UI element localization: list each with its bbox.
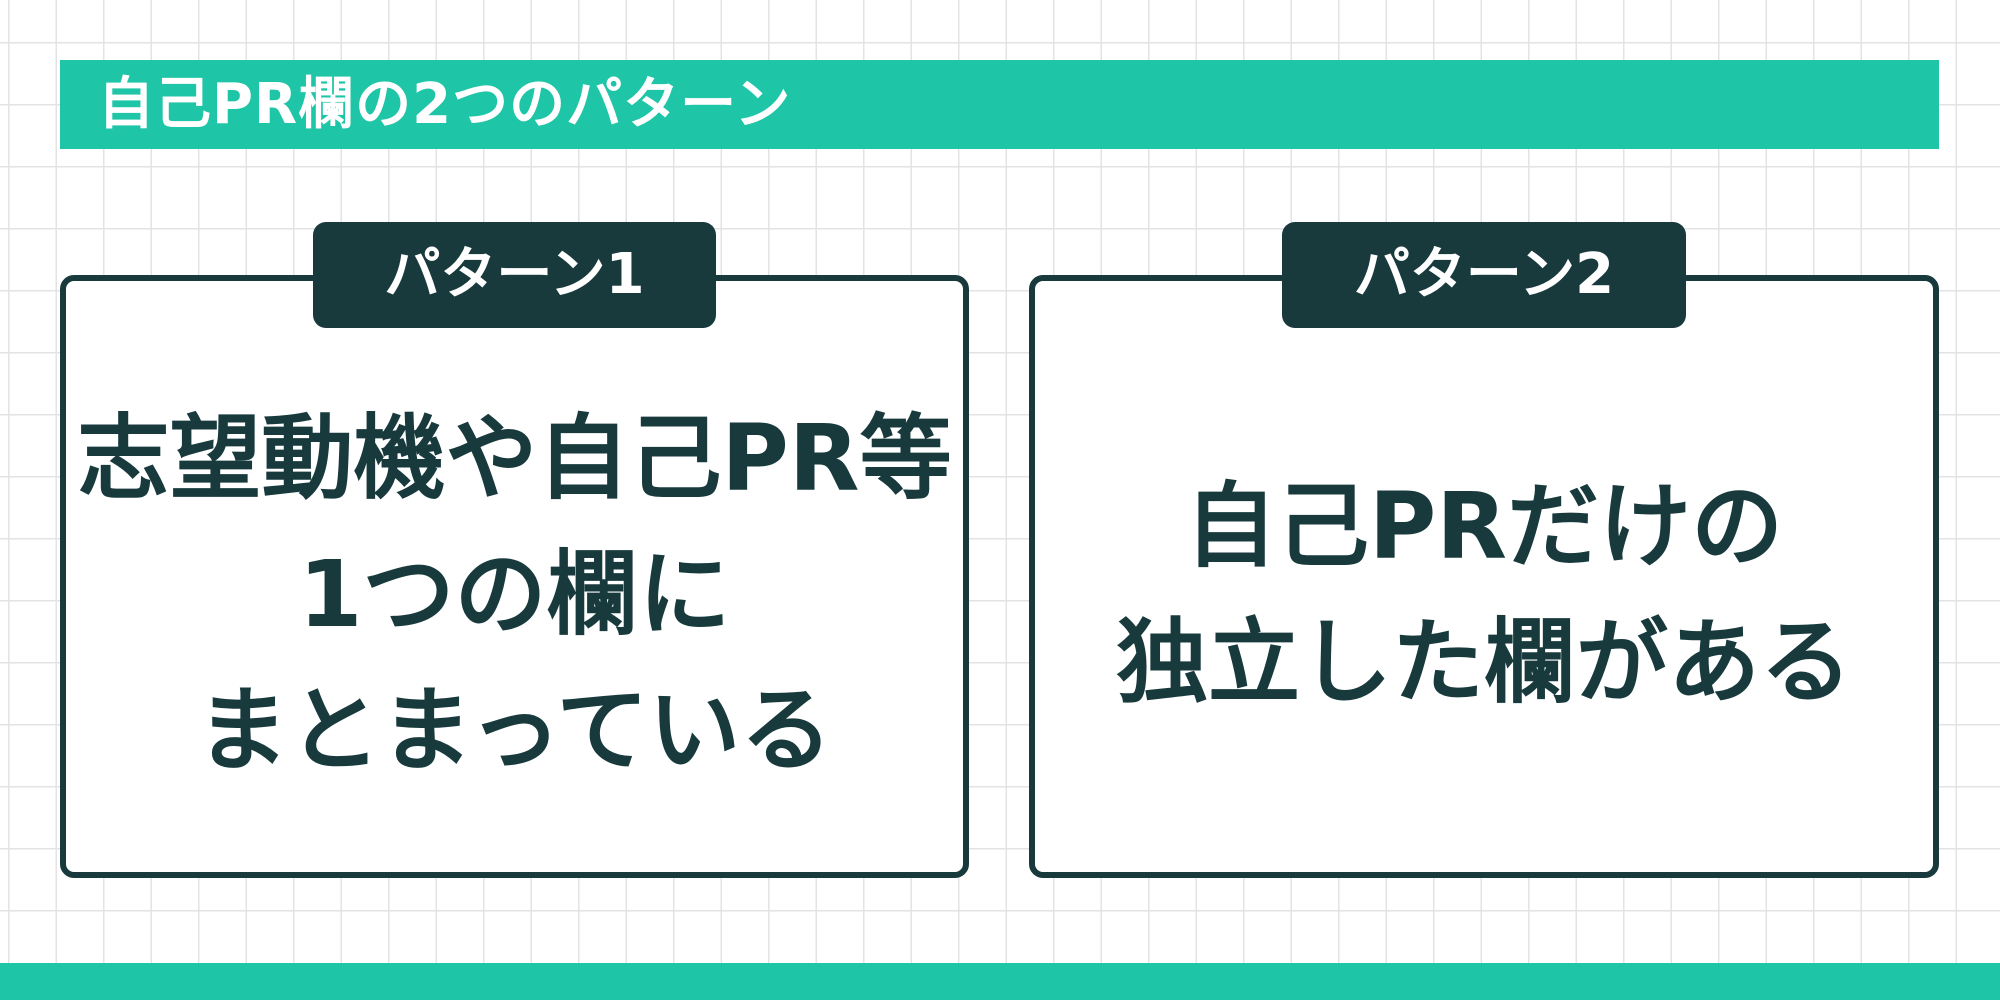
pattern-2-tab: パターン2 [1282, 222, 1686, 328]
pattern-1-description: 志望動機や自己PR等 1つの欄に まとまっている [77, 391, 951, 799]
header-bar: 自己PR欄の2つのパターン [60, 60, 1939, 149]
pattern-1-line-3: まとまっている [196, 676, 833, 784]
pattern-1-line-2: 1つの欄に [298, 540, 731, 648]
pattern-2-description: 自己PRだけの 独立した欄がある [1116, 459, 1852, 731]
pattern-2-line-1: 自己PRだけの [1184, 472, 1784, 580]
pattern-2-tab-label: パターン2 [1353, 242, 1615, 307]
pattern-1-tab: パターン1 [313, 222, 716, 328]
pattern-2-line-2: 独立した欄がある [1115, 608, 1852, 716]
pattern-2-card: 自己PRだけの 独立した欄がある [1029, 275, 1939, 878]
page-title: 自己PR欄の2つのパターン [98, 71, 792, 137]
pattern-1-line-1: 志望動機や自己PR等 [77, 404, 952, 512]
pattern-1-tab-label: パターン1 [384, 242, 645, 307]
footer-bar [0, 963, 2000, 1000]
pattern-1-card: 志望動機や自己PR等 1つの欄に まとまっている [60, 275, 969, 878]
